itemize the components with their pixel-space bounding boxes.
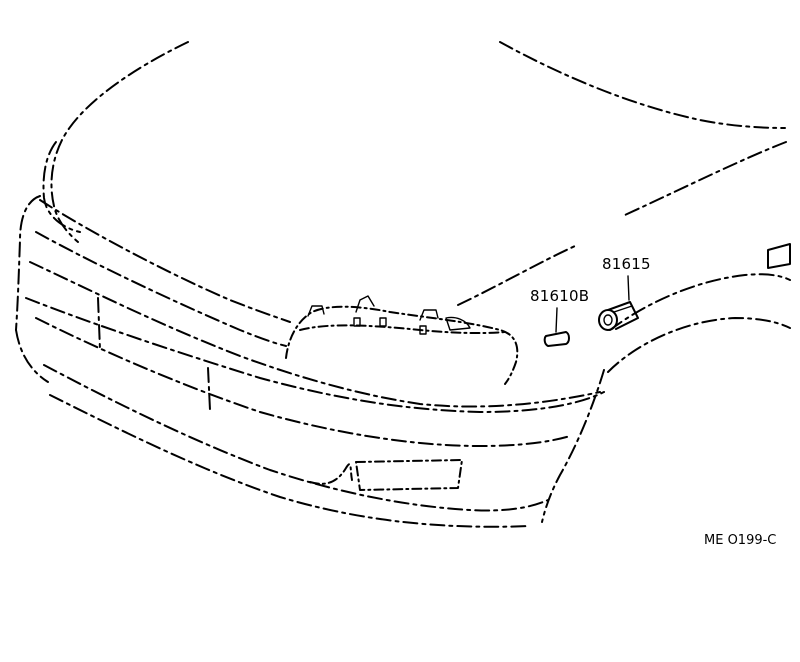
wheel-arch-front — [541, 369, 605, 523]
headlamp-screw-3 — [419, 325, 427, 335]
headlamp-bracket-top — [355, 295, 375, 313]
headlamp-lens-top — [299, 324, 506, 335]
headlamp-side-lamp — [445, 316, 471, 331]
bumper-top-line — [39, 199, 291, 323]
left-fender — [42, 141, 81, 233]
fender-right-inner — [607, 317, 791, 373]
bulb-81610b-icon — [543, 331, 570, 347]
left-lower-curve — [15, 329, 49, 383]
fender-right-outer — [609, 273, 791, 331]
bumper-top-line-2 — [35, 231, 287, 347]
headlamp-outer — [285, 305, 519, 385]
figure-code: ME O199-C — [704, 533, 777, 548]
hood-front-edge — [457, 245, 576, 306]
socket-81615-icon — [598, 301, 639, 331]
bumper-mid-line — [25, 297, 605, 413]
headlamp-bracket-right — [419, 309, 439, 321]
leader-81615 — [627, 275, 630, 301]
hood-rear-edge — [624, 141, 787, 216]
fender-side-marker — [767, 243, 791, 269]
bumper-base-line — [49, 394, 531, 528]
headlamp-screw-2 — [379, 317, 387, 327]
headlamp-screw-1 — [353, 317, 361, 327]
fog-lamp — [355, 459, 463, 491]
bumper-bottom-line — [43, 364, 549, 512]
hood-outline — [50, 41, 189, 243]
part-number-81615: 81615 — [602, 255, 651, 273]
grille-divider-right — [207, 367, 211, 411]
hood-top-edge — [499, 41, 786, 129]
bumper-lower-line — [35, 317, 571, 447]
fog-lamp-bezel — [309, 463, 353, 485]
part-number-81610b: 81610B — [530, 287, 590, 305]
left-corner-curve — [15, 195, 41, 331]
grille-divider-left — [97, 297, 101, 351]
leader-81610b — [555, 307, 558, 333]
headlamp-bracket-left — [307, 305, 325, 317]
grille-lower — [29, 261, 601, 408]
